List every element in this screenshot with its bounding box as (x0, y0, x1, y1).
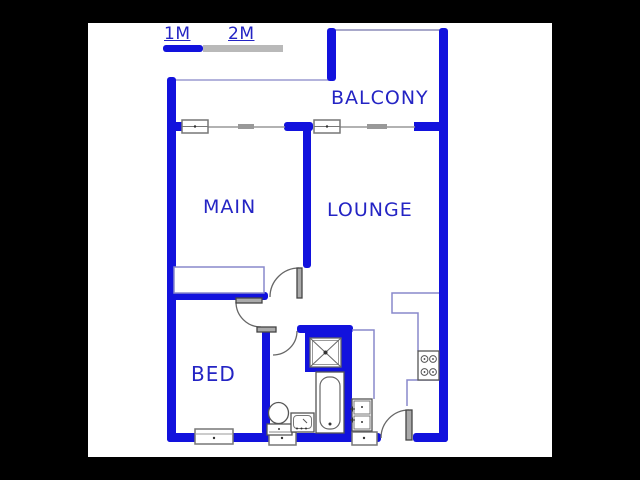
stove-icon (417, 350, 440, 381)
door-leaf-bathroom (256, 326, 277, 333)
room-label-bed: BED (191, 362, 236, 386)
laundry-nook (350, 329, 375, 432)
glazing-panel-right (367, 124, 387, 129)
window-laundry-icon (351, 431, 378, 446)
door-leaf-bed (235, 297, 263, 304)
room-label-lounge: LOUNGE (327, 199, 413, 221)
laundry-cupboard-icon (350, 398, 373, 432)
room-label-balcony: BALCONY (331, 87, 429, 109)
basin-icon (290, 412, 315, 433)
scale-bar (163, 45, 283, 52)
door-arc-bathroom (272, 330, 298, 356)
door-arc-main (269, 267, 300, 298)
bathroom-door (256, 326, 298, 356)
shower-icon (309, 337, 342, 368)
window-main-icon (181, 119, 209, 134)
wall-bed-right (262, 328, 270, 435)
built-in-cupboard-icon (173, 266, 265, 294)
wall-front-right-stub (414, 122, 442, 131)
scale-bar-2m-segment (203, 45, 283, 52)
main-bedroom-door (269, 267, 303, 299)
wall-left (167, 77, 176, 442)
door-arc-entrance (380, 409, 410, 439)
doors (235, 267, 413, 441)
door-leaf-main (296, 267, 303, 299)
window-bed-icon (194, 428, 234, 445)
door-leaf-entrance (405, 409, 413, 441)
bathtub-icon (315, 371, 345, 434)
room-label-main: MAIN (203, 196, 257, 218)
scale-label-1m: 1M (164, 24, 191, 44)
glazing-panel-left (238, 124, 254, 129)
front-windows (181, 119, 415, 134)
toilet-icon (266, 401, 293, 436)
scale-bar-1m-segment (163, 45, 203, 52)
laundry-taps-icon (350, 406, 355, 423)
kitchen (391, 292, 440, 406)
laundry-outline (352, 329, 375, 399)
bathroom-fixtures (266, 337, 345, 436)
wall-main-lounge-divider (303, 128, 311, 268)
kitchen-counter-outline (391, 292, 439, 351)
wall-right (439, 28, 448, 442)
wall-balcony-stub (327, 28, 336, 81)
entrance-door (380, 409, 413, 441)
wall-bathroom-top (297, 325, 353, 333)
wall-front-left-stub (167, 122, 184, 131)
scale-label-2m: 2M (228, 24, 255, 44)
window-lounge-icon (313, 119, 341, 134)
